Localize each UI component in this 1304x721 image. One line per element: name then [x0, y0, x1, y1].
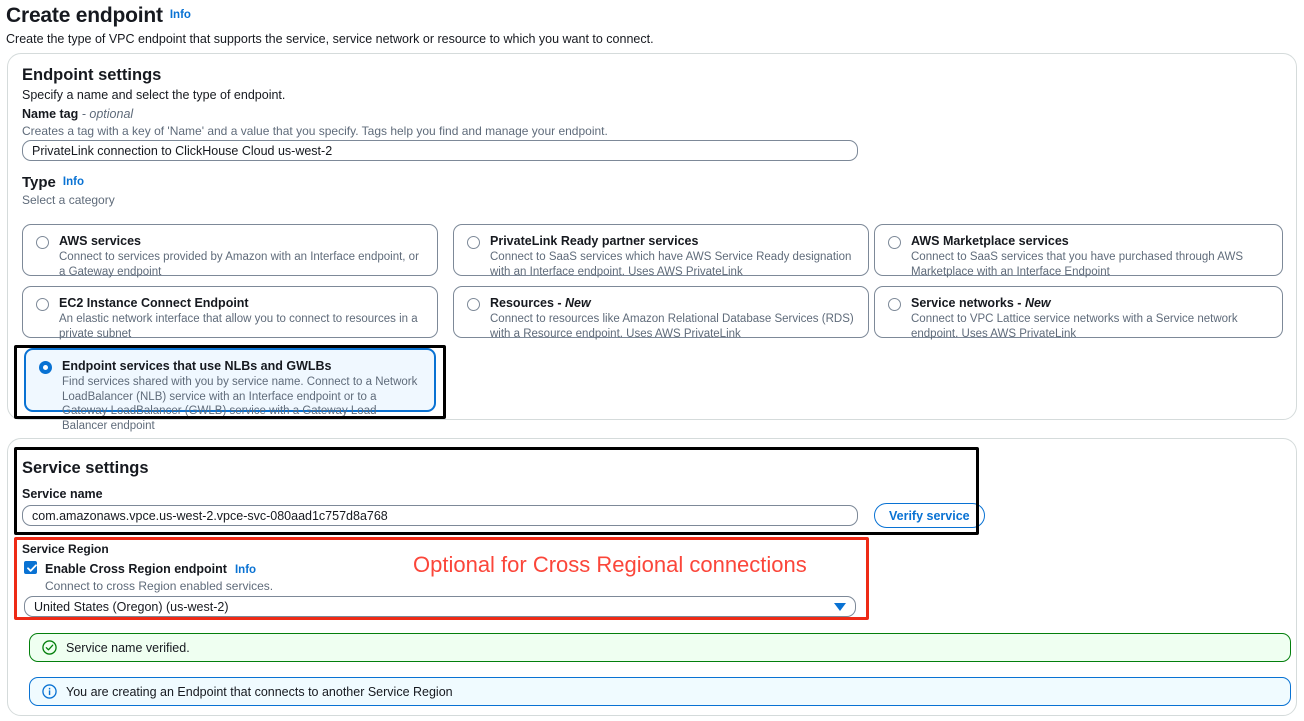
type-description: Select a category	[22, 193, 115, 207]
alert-cross-region-notice: You are creating an Endpoint that connec…	[29, 677, 1291, 706]
type-option-description: Connect to SaaS services which have AWS …	[490, 251, 852, 278]
type-option-description: Connect to VPC Lattice service networks …	[911, 313, 1238, 340]
type-option-resources[interactable]: Resources - New Connect to resources lik…	[453, 286, 869, 340]
service-region-selected-value: United States (Oregon) (us-west-2)	[34, 599, 229, 614]
radio-icon[interactable]	[467, 236, 480, 249]
radio-icon[interactable]	[39, 361, 52, 374]
radio-icon[interactable]	[36, 298, 49, 311]
type-option-title: EC2 Instance Connect Endpoint	[59, 296, 249, 310]
endpoint-settings-title: Endpoint settings	[22, 66, 162, 84]
alert-message: You are creating an Endpoint that connec…	[66, 684, 453, 699]
radio-icon[interactable]	[888, 298, 901, 311]
verify-service-button[interactable]: Verify service	[874, 503, 985, 528]
type-option-description: Connect to resources like Amazon Relatio…	[490, 313, 854, 340]
name-tag-field-group: Name tag - optional Creates a tag with a…	[22, 107, 608, 138]
cross-region-checkbox-label-row: Enable Cross Region endpoint Info	[45, 560, 273, 578]
type-option-title: Resources - New	[490, 296, 591, 310]
check-icon	[26, 564, 37, 572]
type-heading-group: Type Info Select a category	[22, 174, 115, 207]
name-tag-optional-suffix: - optional	[81, 107, 134, 121]
type-option-title: AWS Marketplace services	[911, 234, 1069, 248]
header-info-link[interactable]: Info	[169, 9, 191, 21]
chevron-down-icon	[834, 602, 846, 611]
type-option-description: An elastic network interface that allow …	[59, 313, 418, 340]
service-region-select[interactable]: United States (Oregon) (us-west-2)	[24, 596, 856, 617]
type-label-row: Type Info	[22, 174, 115, 192]
service-name-input[interactable]: com.amazonaws.vpce.us-west-2.vpce-svc-08…	[22, 505, 858, 526]
name-tag-label: Name tag - optional	[22, 107, 608, 121]
type-option-title: Endpoint services that use NLBs and GWLB…	[62, 359, 332, 373]
info-circle-icon	[42, 684, 57, 699]
service-name-label: Service name	[22, 487, 103, 501]
type-option-description: Connect to SaaS services that you have p…	[911, 251, 1243, 278]
radio-icon[interactable]	[888, 236, 901, 249]
cross-region-checkbox-label: Enable Cross Region endpoint	[45, 562, 227, 576]
type-option-service-networks[interactable]: Service networks - New Connect to VPC La…	[874, 286, 1283, 340]
type-option-title: Service networks - New	[911, 296, 1051, 310]
radio-icon[interactable]	[467, 298, 480, 311]
type-option-aws-marketplace-services[interactable]: AWS Marketplace services Connect to SaaS…	[874, 224, 1283, 278]
type-label: Type	[22, 174, 56, 191]
type-option-title: AWS services	[59, 234, 141, 248]
type-option-ec2-instance-connect-endpoint[interactable]: EC2 Instance Connect Endpoint An elastic…	[22, 286, 438, 340]
type-option-title: PrivateLink Ready partner services	[490, 234, 699, 248]
endpoint-settings-heading-group: Endpoint settings Specify a name and sel…	[22, 66, 285, 102]
type-option-privatelink-ready-partner-services[interactable]: PrivateLink Ready partner services Conne…	[453, 224, 869, 278]
cross-region-checkbox-description: Connect to cross Region enabled services…	[45, 579, 274, 593]
alert-service-name-verified: Service name verified.	[29, 633, 1291, 662]
name-tag-input[interactable]: PrivateLink connection to ClickHouse Clo…	[22, 140, 858, 161]
service-settings-title: Service settings	[22, 459, 149, 477]
type-info-link[interactable]: Info	[62, 176, 84, 188]
page-header: Create endpoint Info	[0, 0, 1304, 28]
endpoint-settings-description: Specify a name and select the type of en…	[22, 88, 286, 102]
alert-message: Service name verified.	[66, 640, 190, 655]
type-option-description: Find services shared with you by service…	[62, 376, 418, 433]
name-tag-description: Creates a tag with a key of 'Name' and a…	[22, 124, 608, 138]
endpoint-settings-card: Endpoint settings Specify a name and sel…	[7, 53, 1297, 432]
page-description: Create the type of VPC endpoint that sup…	[6, 32, 654, 46]
type-option-endpoint-services-nlb-gwlb[interactable]: Endpoint services that use NLBs and GWLB…	[24, 348, 436, 432]
name-tag-label-text: Name tag	[22, 107, 79, 121]
annotation-note-cross-region: Optional for Cross Regional connections	[413, 552, 807, 577]
cross-region-info-link[interactable]: Info	[234, 564, 257, 576]
page-title: Create endpoint	[6, 4, 163, 27]
checkbox-icon[interactable]	[24, 561, 37, 574]
service-region-label: Service Region	[22, 542, 109, 556]
cross-region-checkbox-group[interactable]: Enable Cross Region endpoint Info Connect…	[24, 560, 273, 593]
type-option-aws-services[interactable]: AWS services Connect to services provide…	[22, 224, 438, 278]
radio-icon[interactable]	[36, 236, 49, 249]
service-settings-card: Service settings Service name com.amazon…	[7, 438, 1297, 716]
check-circle-icon	[42, 640, 57, 655]
type-option-description: Connect to services provided by Amazon w…	[59, 251, 419, 278]
